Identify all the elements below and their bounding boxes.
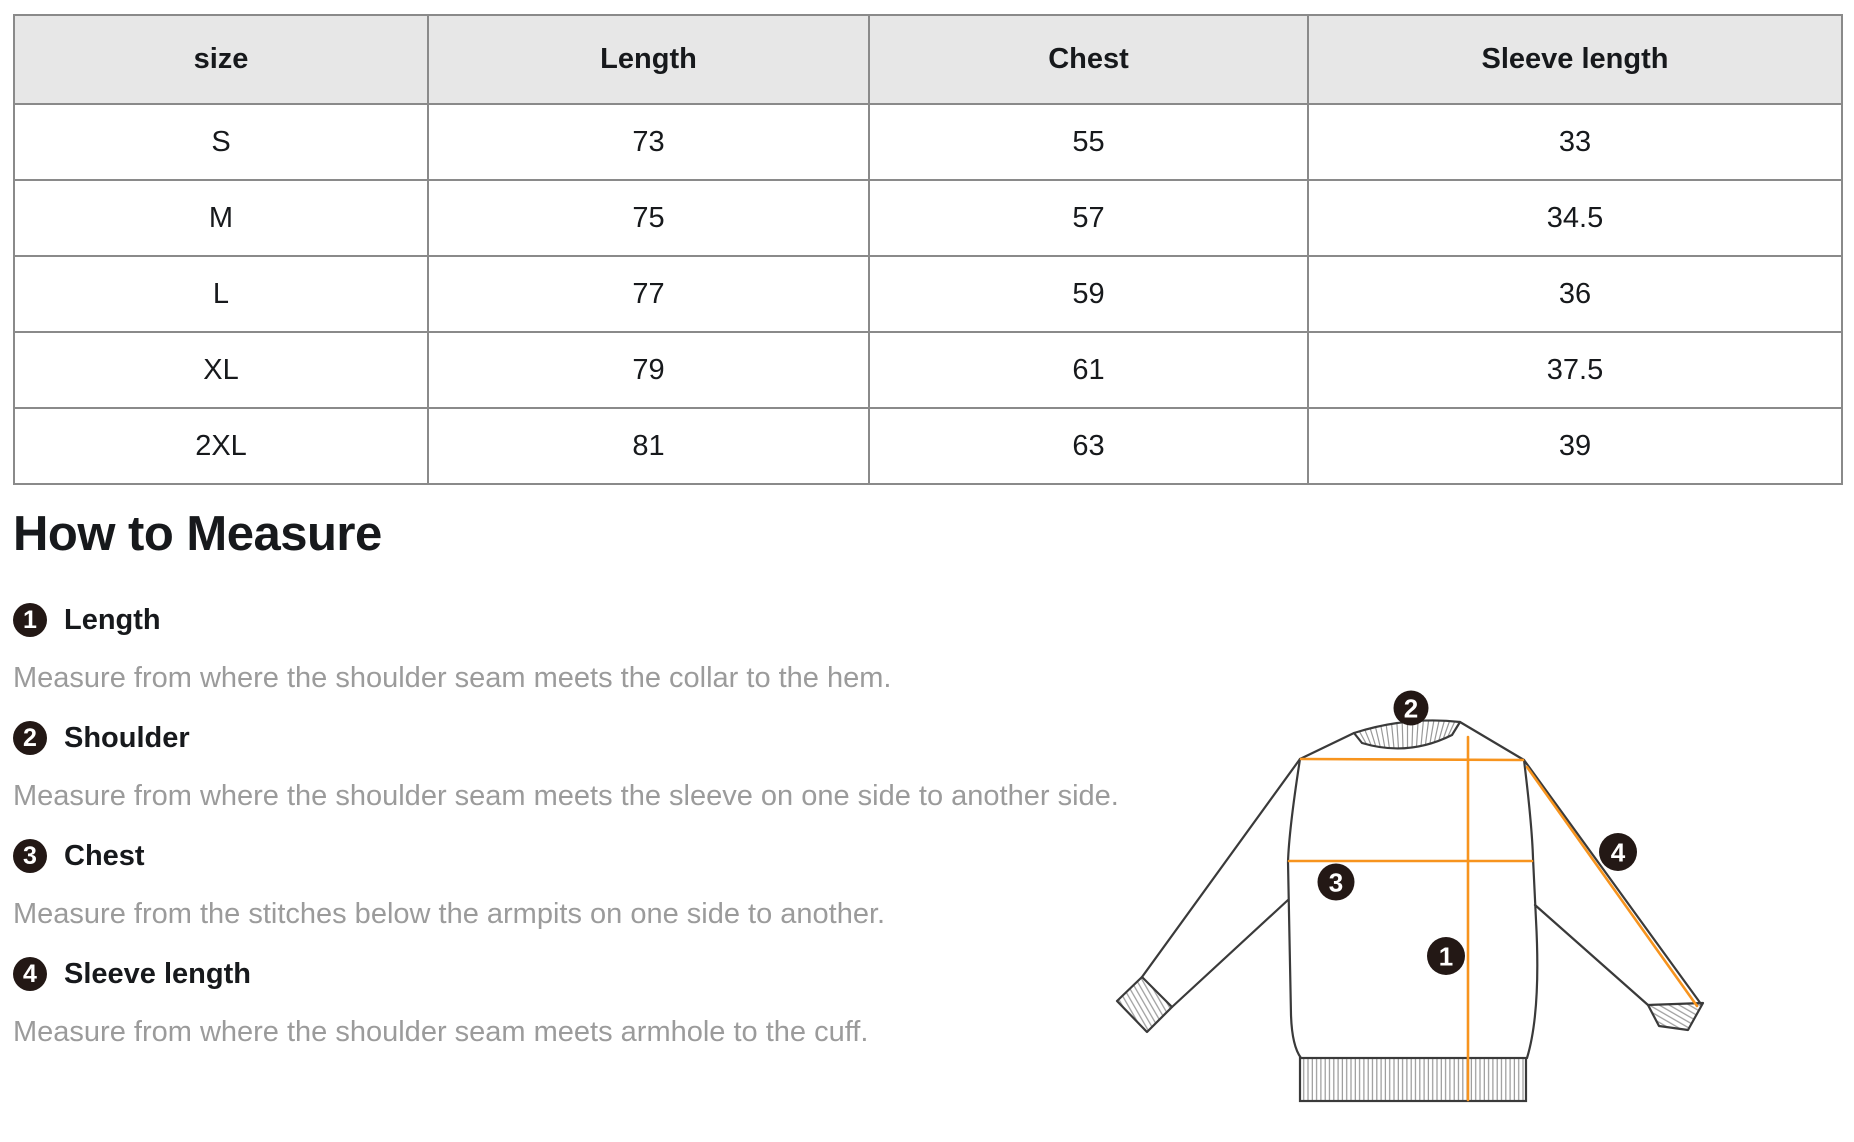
size-cell: 2XL — [13, 407, 429, 485]
hem-band — [1298, 1056, 1528, 1103]
table-row: 2XL 81 63 39 — [13, 407, 1843, 485]
table-header-row: size Length Chest Sleeve length — [13, 14, 1843, 105]
length-cell: 73 — [427, 103, 870, 181]
collar-ribs — [1358, 720, 1456, 749]
table-row: L 77 59 36 — [13, 255, 1843, 333]
measure-item-description: Measure from where the shoulder seam mee… — [13, 780, 1119, 812]
right-cuff — [1646, 1001, 1705, 1032]
sleeve-measure-line — [1525, 765, 1699, 1008]
diagram-badge-2-circle — [1393, 690, 1429, 726]
size-cell: M — [13, 179, 429, 257]
size-cell: S — [13, 103, 429, 181]
diagram-badge-3-circle — [1317, 863, 1355, 901]
sleeve-cell: 37.5 — [1307, 331, 1843, 409]
column-header-length: Length — [427, 14, 870, 105]
measure-item-label: Sleeve length — [64, 957, 251, 990]
measure-item-description: Measure from where the shoulder seam mee… — [13, 1016, 869, 1048]
chest-cell: 61 — [868, 331, 1309, 409]
diagram-badges: 2 3 1 4 — [1317, 690, 1637, 975]
diagram-badge-1-number: 1 — [1439, 942, 1453, 972]
chest-cell: 57 — [868, 179, 1309, 257]
length-cell: 79 — [427, 331, 870, 409]
size-cell: L — [13, 255, 429, 333]
shoulder-measure-line — [1299, 757, 1525, 762]
measure-item-sleeve-length: 4 Sleeve length — [13, 957, 251, 991]
diagram-badge-1-circle — [1427, 937, 1465, 975]
left-shoulder-seam — [1298, 731, 1356, 761]
diagram-badge-4-number: 4 — [1611, 838, 1626, 868]
column-header-size: size — [13, 14, 429, 105]
right-sleeve — [1522, 758, 1703, 1007]
length-cell: 81 — [427, 407, 870, 485]
sleeve-cell: 33 — [1307, 103, 1843, 181]
chest-cell: 59 — [868, 255, 1309, 333]
sleeve-cell: 34.5 — [1307, 179, 1843, 257]
number-badge-3: 3 — [13, 839, 47, 873]
length-cell: 75 — [427, 179, 870, 257]
body-left-edge — [1286, 757, 1303, 1060]
table-row: M 75 57 34.5 — [13, 179, 1843, 257]
measure-item-description: Measure from where the shoulder seam mee… — [13, 662, 892, 694]
size-cell: XL — [13, 331, 429, 409]
column-header-chest: Chest — [868, 14, 1309, 105]
collar-outline — [1352, 719, 1462, 750]
measure-item-label: Length — [64, 603, 161, 636]
number-badge-4: 4 — [13, 957, 47, 991]
table-row: XL 79 61 37.5 — [13, 331, 1843, 409]
chest-cell: 63 — [868, 407, 1309, 485]
table-row: S 73 55 33 — [13, 103, 1843, 181]
length-cell: 77 — [427, 255, 870, 333]
measure-item-shoulder: 2 Shoulder — [13, 721, 190, 755]
size-chart-table: size Length Chest Sleeve length S 73 55 … — [13, 14, 1843, 485]
measure-item-chest: 3 Chest — [13, 839, 145, 873]
sleeve-cell: 39 — [1307, 407, 1843, 485]
body-right-edge — [1522, 758, 1539, 1060]
left-cuff — [1115, 975, 1174, 1034]
number-badge-2: 2 — [13, 721, 47, 755]
collar — [1352, 719, 1462, 750]
diagram-badge-3-number: 3 — [1329, 868, 1343, 898]
left-sleeve — [1140, 757, 1302, 1009]
sweater-outline — [1140, 720, 1703, 1060]
section-title: How to Measure — [13, 507, 382, 561]
measurement-lines — [1287, 735, 1699, 1102]
measure-item-label: Chest — [64, 839, 145, 872]
measure-item-description: Measure from the stitches below the armp… — [13, 898, 886, 930]
measure-item-label: Shoulder — [64, 721, 190, 754]
number-badge-1: 1 — [13, 603, 47, 637]
measure-item-length: 1 Length — [13, 603, 161, 637]
chest-cell: 55 — [868, 103, 1309, 181]
sleeve-cell: 36 — [1307, 255, 1843, 333]
diagram-badge-2-number: 2 — [1404, 694, 1418, 724]
sweater-diagram: 2 3 1 4 — [1115, 690, 1705, 1103]
right-shoulder-seam — [1458, 720, 1526, 762]
diagram-badge-4-circle — [1599, 833, 1637, 871]
column-header-sleeve-length: Sleeve length — [1307, 14, 1843, 105]
